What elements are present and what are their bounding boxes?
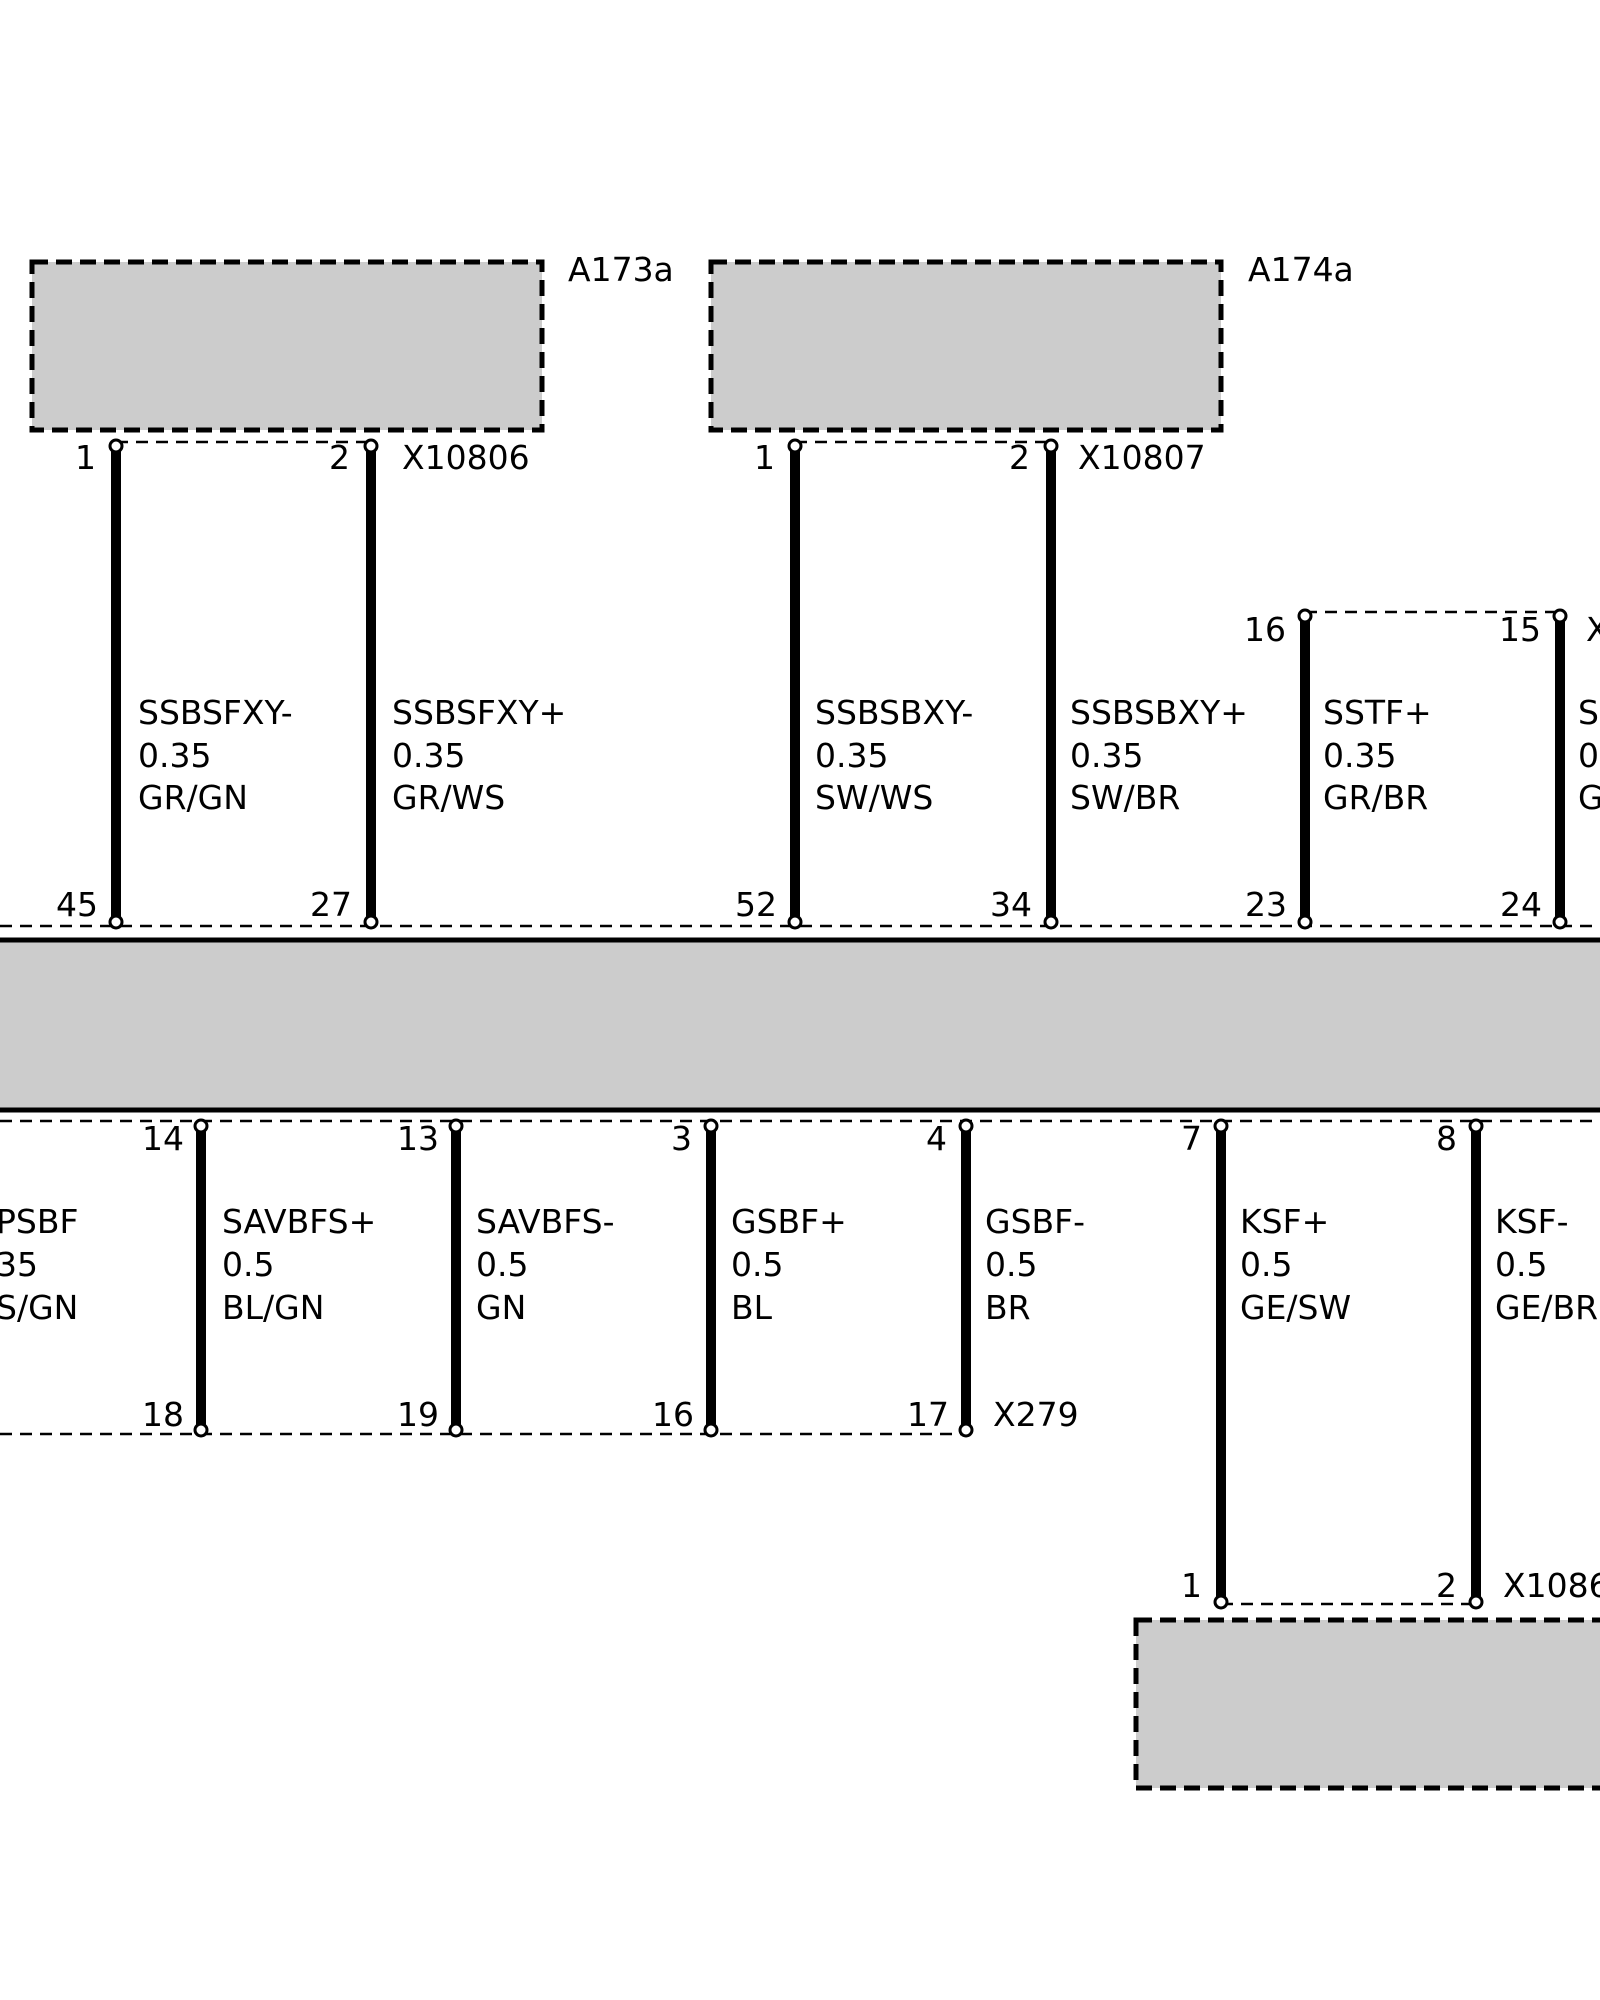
wire-label-ssbsbxy-plus: SSBSBXY+ 0.35 SW/BR <box>1070 693 1248 817</box>
wire-label-gsbf-minus: GSBF- 0.5 BR <box>985 1202 1085 1327</box>
svg-text:SW/WS: SW/WS <box>815 778 933 817</box>
svg-text:SSBSFXY+: SSBSFXY+ <box>392 693 566 732</box>
pin-label: 52 <box>735 885 777 924</box>
pin-label: 4 <box>926 1119 947 1158</box>
svg-text:KSF+: KSF+ <box>1240 1202 1329 1241</box>
connector-x10806-label: X10806 <box>402 438 530 477</box>
pin-label: 23 <box>1245 885 1287 924</box>
pin-label: 16 <box>1244 610 1286 649</box>
component-a173a <box>29 259 545 433</box>
pin-label: 2 <box>1436 1566 1457 1605</box>
pin-label: 1 <box>75 438 96 477</box>
svg-text:BL/GN: BL/GN <box>222 1288 324 1327</box>
component-a173a-label: A173a <box>568 250 674 289</box>
svg-text:BL: BL <box>731 1288 773 1327</box>
svg-text:SSBSBXY+: SSBSBXY+ <box>1070 693 1248 732</box>
pin-label: 15 <box>1499 610 1541 649</box>
svg-text:GN: GN <box>476 1288 526 1327</box>
svg-text:0.35: 0.35 <box>1070 736 1143 775</box>
svg-text:0.5: 0.5 <box>985 1245 1037 1284</box>
wire-label-ssbsbxy-minus: SSBSBXY- 0.35 SW/WS <box>815 693 973 817</box>
svg-text:S/GN: S/GN <box>0 1288 78 1327</box>
pin-label: 27 <box>310 885 352 924</box>
svg-text:GE/SW: GE/SW <box>1240 1288 1351 1327</box>
svg-text:KSF-: KSF- <box>1495 1202 1568 1241</box>
pin-label: 7 <box>1181 1119 1202 1158</box>
svg-text:SAVBFS+: SAVBFS+ <box>222 1202 376 1241</box>
svg-text:0.5: 0.5 <box>1495 1245 1547 1284</box>
connector-x-top-right-label: X <box>1586 610 1600 649</box>
pin-label: 13 <box>397 1119 439 1158</box>
wire-label-gsbf-plus: GSBF+ 0.5 BL <box>731 1202 847 1327</box>
svg-text:SS: SS <box>1578 693 1600 732</box>
svg-text:0.5: 0.5 <box>1240 1245 1292 1284</box>
component-bottom-right <box>1133 1617 1600 1791</box>
svg-text:SSBSFXY-: SSBSFXY- <box>138 693 293 732</box>
connector-x10807-label: X10807 <box>1078 438 1206 477</box>
wire-label-savbfs-minus: SAVBFS- 0.5 GN <box>476 1202 615 1327</box>
pin-label: 18 <box>142 1395 184 1434</box>
svg-text:SSBSBXY-: SSBSBXY- <box>815 693 973 732</box>
svg-text:GR/GN: GR/GN <box>138 778 248 817</box>
pin-label: 34 <box>990 885 1032 924</box>
wire-label-sstf-plus: SSTF+ 0.35 GR/BR <box>1323 693 1432 817</box>
wire-label-psbf: PSBF 35 S/GN <box>0 1202 78 1327</box>
svg-text:0.5: 0.5 <box>476 1245 528 1284</box>
pin-label: 16 <box>652 1395 694 1434</box>
svg-text:GSBF-: GSBF- <box>985 1202 1085 1241</box>
pin-label: 2 <box>1009 438 1030 477</box>
wire-label-ss: SS 0 G <box>1578 693 1600 817</box>
svg-text:G: G <box>1578 778 1600 817</box>
connector-x1086-label: X1086 <box>1503 1566 1600 1605</box>
svg-text:SSTF+: SSTF+ <box>1323 693 1432 732</box>
svg-text:0.5: 0.5 <box>222 1245 274 1284</box>
pin-label: 19 <box>397 1395 439 1434</box>
svg-text:GSBF+: GSBF+ <box>731 1202 847 1241</box>
svg-text:SW/BR: SW/BR <box>1070 778 1180 817</box>
svg-text:35: 35 <box>0 1245 38 1284</box>
svg-text:GE/BR: GE/BR <box>1495 1288 1598 1327</box>
pin-label: 17 <box>907 1395 949 1434</box>
svg-text:0.35: 0.35 <box>392 736 465 775</box>
component-a174a-label: A174a <box>1248 250 1354 289</box>
pin-label: 3 <box>671 1119 692 1158</box>
wire-label-ksf-minus: KSF- 0.5 GE/BR <box>1495 1202 1598 1327</box>
wire-label-ssbsfxy-minus: SSBSFXY- 0.35 GR/GN <box>138 693 293 817</box>
pin-label: 2 <box>329 438 350 477</box>
wire-label-ssbsfxy-plus: SSBSFXY+ 0.35 GR/WS <box>392 693 566 817</box>
pin-label: 1 <box>754 438 775 477</box>
pin-label: 24 <box>1500 885 1542 924</box>
pin-label: 14 <box>142 1119 184 1158</box>
svg-text:PSBF: PSBF <box>0 1202 78 1241</box>
svg-text:0.5: 0.5 <box>731 1245 783 1284</box>
svg-text:GR/WS: GR/WS <box>392 778 505 817</box>
svg-text:SAVBFS-: SAVBFS- <box>476 1202 615 1241</box>
svg-text:0: 0 <box>1578 736 1599 775</box>
pin-label: 8 <box>1436 1119 1457 1158</box>
component-a174a <box>708 259 1224 433</box>
pin-label: 1 <box>1181 1566 1202 1605</box>
svg-text:0.35: 0.35 <box>138 736 211 775</box>
pin-label: 45 <box>56 885 98 924</box>
wire-label-savbfs-plus: SAVBFS+ 0.5 BL/GN <box>222 1202 376 1327</box>
main-control-unit <box>0 940 1600 1110</box>
connector-x279-label: X279 <box>993 1395 1079 1434</box>
svg-text:BR: BR <box>985 1288 1031 1327</box>
svg-text:GR/BR: GR/BR <box>1323 778 1428 817</box>
wire-label-ksf-plus: KSF+ 0.5 GE/SW <box>1240 1202 1351 1327</box>
svg-text:0.35: 0.35 <box>1323 736 1396 775</box>
svg-text:0.35: 0.35 <box>815 736 888 775</box>
